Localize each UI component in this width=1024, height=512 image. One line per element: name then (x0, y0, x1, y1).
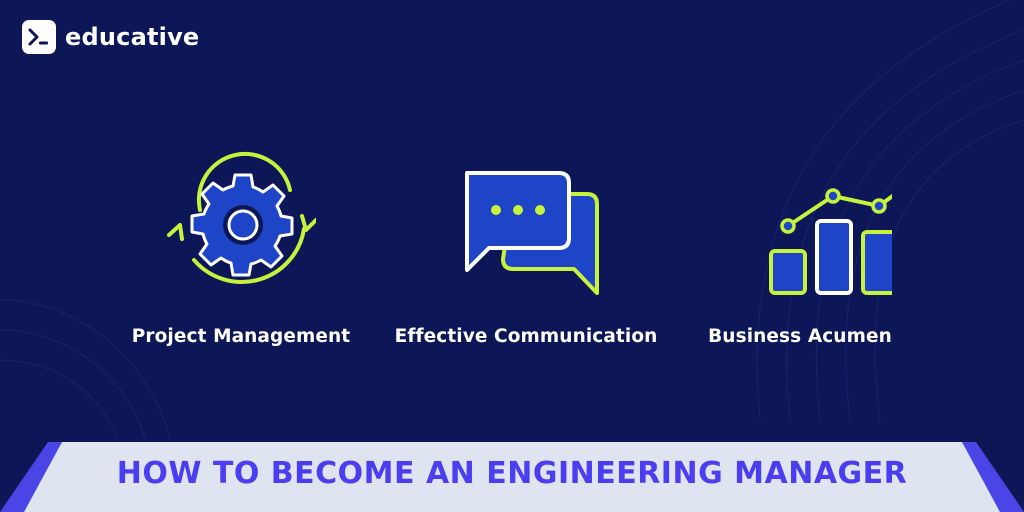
feature-label: Effective Communication (394, 326, 658, 347)
feature-label: Business Acumen (708, 326, 892, 347)
page-title: HOW TO BECOME AN ENGINEERING MANAGER (116, 456, 908, 491)
brand-name: educative (65, 23, 200, 51)
feature-label: Project Management (131, 326, 351, 347)
educative-logo[interactable]: educative (22, 20, 199, 54)
feature-project-management: Project Management (91, 150, 391, 347)
banner-shape (0, 442, 1024, 512)
chat-bubbles-icon (465, 171, 599, 295)
feature-business-acumen: Business Acumen (650, 150, 950, 347)
feature-effective-communication: Effective Communication (376, 150, 676, 347)
title-banner: HOW TO BECOME AN ENGINEERING MANAGER (0, 442, 1024, 512)
terminal-prompt-icon (22, 20, 56, 54)
gear-cycle-icon (167, 151, 316, 284)
bar-growth-chart-icon (769, 188, 892, 295)
